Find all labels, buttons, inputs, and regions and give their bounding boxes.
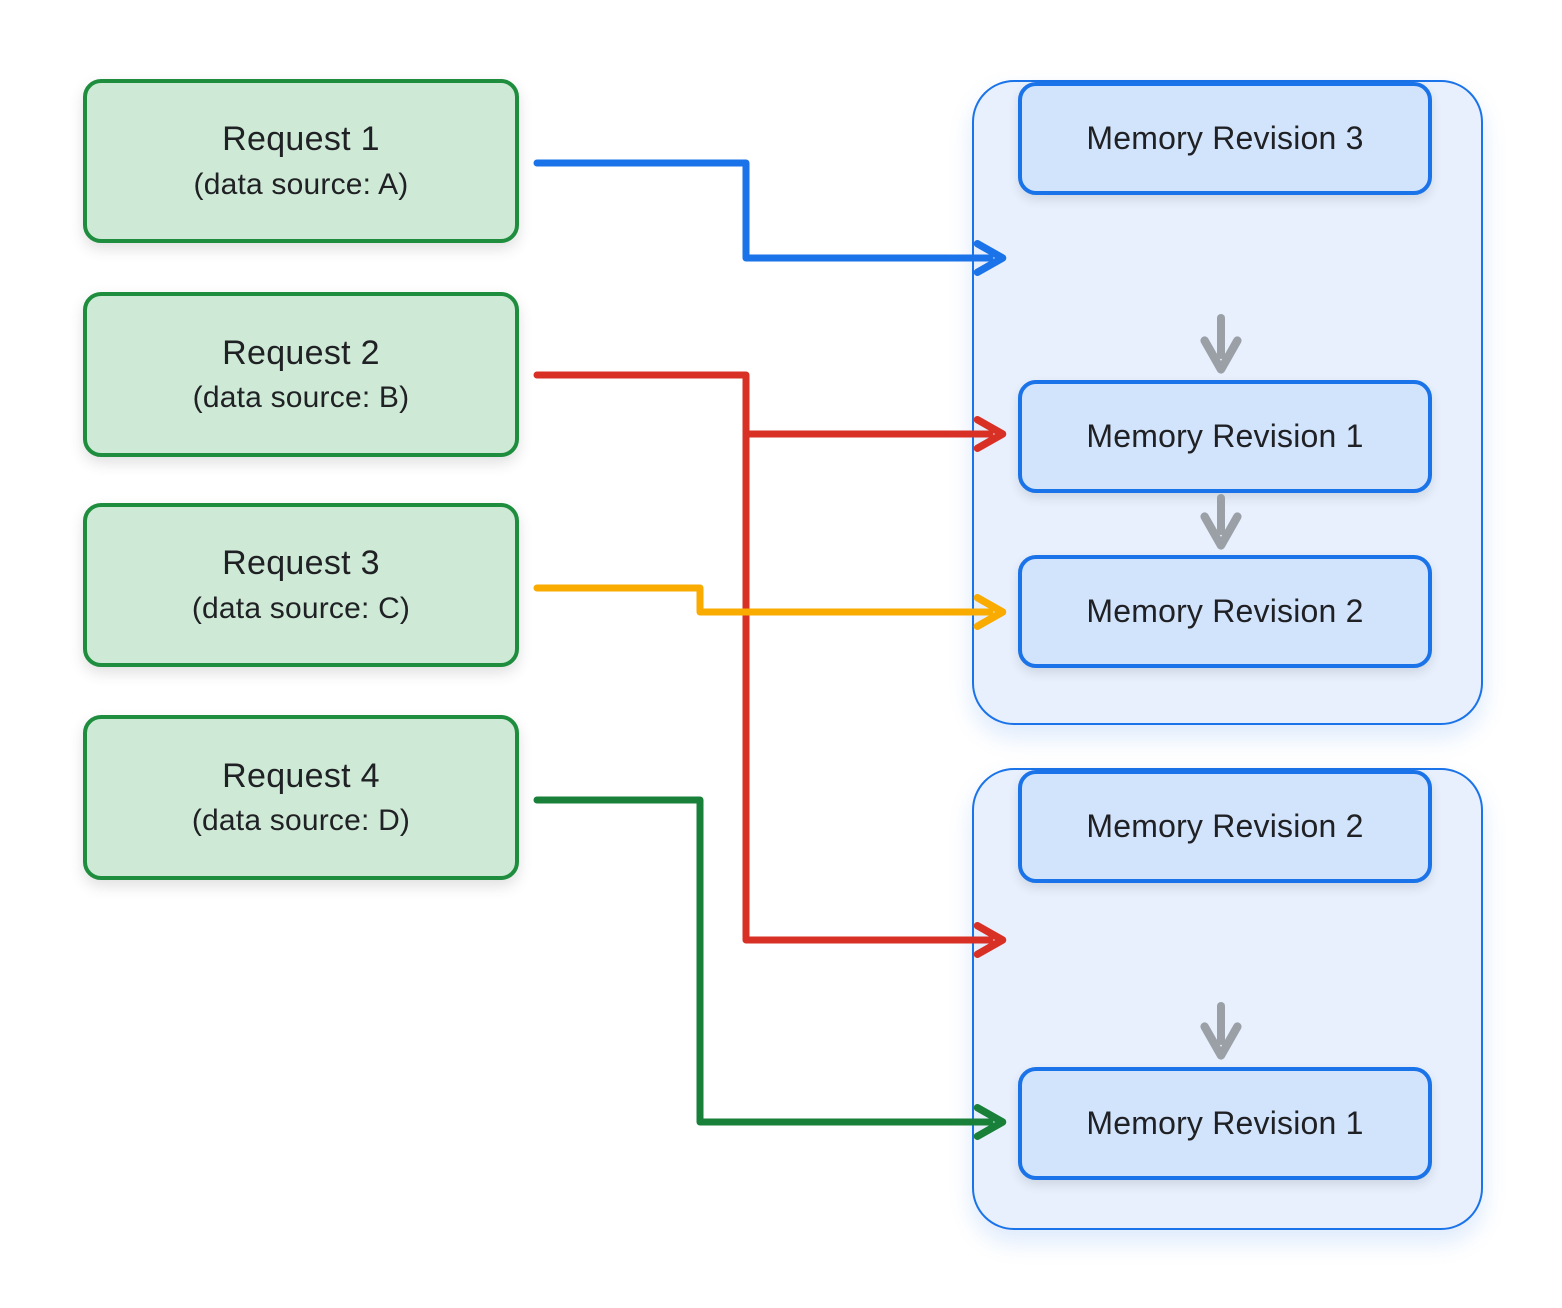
request-2-subtitle: (data source: B) — [192, 381, 410, 415]
request-3-subtitle: (data source: C) — [191, 591, 411, 625]
request-2-title: Request 2 — [222, 333, 380, 372]
memory-2-container: Memory 2 Memory Revision 1 Memory Revisi… — [972, 768, 1483, 1230]
memory-1-revision-2-box: Memory Revision 2 — [1018, 555, 1432, 668]
memory-2-revision-1-box: Memory Revision 1 — [1018, 1067, 1432, 1180]
request-4-title: Request 4 — [222, 756, 380, 795]
arrow-request2-to-memory2-revision1 — [533, 371, 1007, 959]
memory-2-revision-2-box: Memory Revision 2 — [1018, 770, 1432, 883]
request-1-subtitle: (data source: A) — [193, 167, 409, 201]
memory-1-container: Memory 1 Memory Revision 1 Memory Revisi… — [972, 80, 1483, 725]
request-3-card: Request 3 (data source: C) — [83, 503, 519, 667]
request-3-title: Request 3 — [222, 544, 380, 583]
request-4-card: Request 4 (data source: D) — [83, 715, 519, 880]
memory-1-revision-3-box: Memory Revision 3 — [1018, 82, 1432, 195]
request-1-card: Request 1 (data source: A) — [83, 79, 519, 243]
request-4-subtitle: (data source: D) — [191, 804, 411, 838]
arrow-request4-to-memory2-revision2 — [533, 796, 1007, 1141]
memory-1-revision-1-box: Memory Revision 1 — [1018, 380, 1432, 493]
arrow-request3-to-memory1-revision3 — [533, 584, 1007, 631]
request-2-card: Request 2 (data source: B) — [83, 292, 519, 457]
arrow-request1-to-memory1-revision1 — [533, 159, 1007, 277]
request-1-title: Request 1 — [222, 120, 380, 159]
